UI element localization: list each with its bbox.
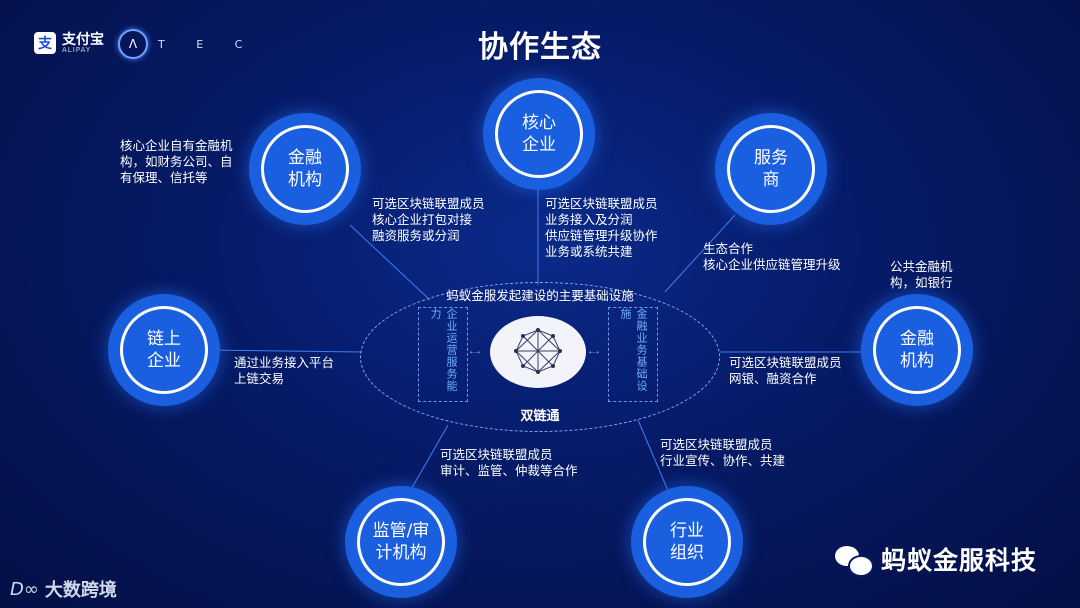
wechat-brand: 蚂蚁金服科技 [835, 541, 1037, 577]
note-core-link: 可选区块链联盟成员 业务接入及分润 供应链管理升级协作 业务或系统共建 [545, 196, 658, 259]
atec-logo: Λ T E C [118, 29, 256, 59]
hub-right-box: 金融业务基础设施 [608, 307, 658, 402]
network-icon [514, 328, 562, 374]
note-finance-left-desc: 核心企业自有金融机 构，如财务公司、自 有保理、信托等 [120, 138, 233, 185]
node-core-enterprise: 核心 企业 [483, 78, 595, 190]
hub-left-box-label: 企业运营服务能力 [429, 308, 458, 392]
watermark-icon: D∞ [10, 578, 39, 600]
note-finance-left-link: 可选区块链联盟成员 核心企业打包对接 融资服务或分润 [372, 196, 485, 243]
hub-left-box: 企业运营服务能力 [418, 307, 468, 402]
node-industry-org-label: 行业 组织 [643, 498, 731, 586]
note-finance-right-desc: 公共金融机 构，如银行 [890, 259, 953, 290]
watermark-text: 大数跨境 [44, 580, 117, 601]
node-finance-left-label: 金融 机构 [261, 125, 349, 213]
line-industry [637, 419, 673, 501]
hub-title: 蚂蚁金服发起建设的主要基础设施 [446, 288, 634, 303]
note-industry-link: 可选区块链联盟成员 行业宣传、协作、共建 [660, 437, 786, 468]
line-chain [204, 349, 363, 353]
line-service [664, 214, 736, 293]
right-arrow-icon: ⇠⇢ [589, 349, 600, 356]
atec-icon: Λ [118, 29, 148, 59]
note-regulator-link: 可选区块链联盟成员 审计、监管、仲裁等合作 [440, 447, 578, 478]
node-industry-org: 行业 组织 [631, 486, 743, 598]
hub-core-diagram [490, 316, 586, 388]
node-core-enterprise-label: 核心 企业 [495, 90, 583, 178]
page-title: 协作生态 [478, 30, 602, 65]
alipay-logo-text: 支付宝 [62, 31, 104, 48]
wechat-icon [835, 544, 874, 577]
alipay-logo-en: ALIPAY [62, 45, 92, 54]
alipay-icon: 支 [34, 32, 56, 54]
wechat-brand-text: 蚂蚁金服科技 [881, 546, 1038, 575]
atec-letters: T E C [158, 37, 257, 51]
node-regulator-label: 监管/审 计机构 [357, 498, 445, 586]
alipay-logo: 支 支付宝 ALIPAY [34, 32, 104, 54]
node-service-provider-label: 服务 商 [727, 125, 815, 213]
note-chain-link: 通过业务接入平台 上链交易 [234, 355, 335, 386]
node-service-provider: 服务 商 [715, 113, 827, 225]
hub-right-box-label: 金融业务基础设施 [619, 308, 648, 392]
note-service-link: 生态合作 核心企业供应链管理升级 [703, 241, 841, 272]
line-finance-left [349, 224, 431, 301]
node-finance-left: 金融 机构 [249, 113, 361, 225]
node-finance-right-label: 金融 机构 [873, 306, 961, 394]
node-regulator: 监管/审 计机构 [345, 486, 457, 598]
hub-bottom-label: 双链通 [520, 409, 560, 424]
node-chain-enterprise: 链上 企业 [108, 294, 220, 406]
note-finance-right-link: 可选区块链联盟成员 网银、融资合作 [729, 355, 842, 386]
hub-ellipse [360, 282, 720, 432]
left-arrow-icon: ⇠⇢ [470, 349, 481, 356]
node-finance-right: 金融 机构 [861, 294, 973, 406]
watermark: D∞ 大数跨境 [10, 576, 117, 602]
node-chain-enterprise-label: 链上 企业 [120, 306, 208, 394]
